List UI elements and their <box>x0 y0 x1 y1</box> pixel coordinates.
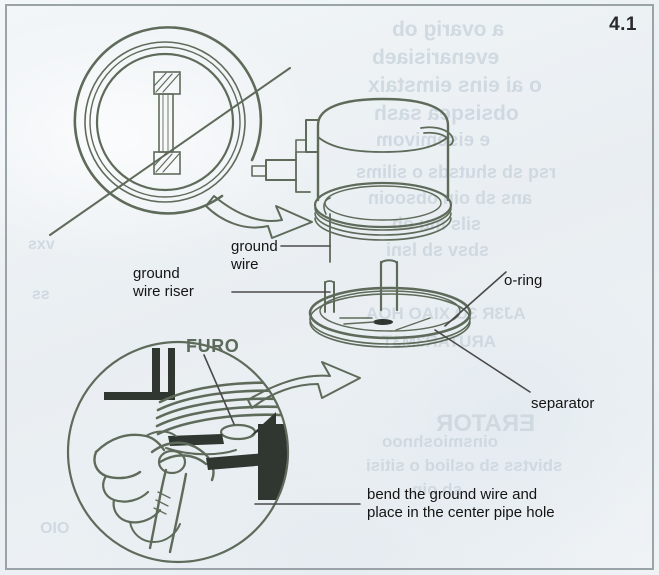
label-separator: separator <box>531 395 595 412</box>
furo-hole <box>219 423 257 441</box>
o-ring-band <box>309 293 471 345</box>
canister-rim-4 <box>314 217 452 241</box>
cross-section-detail-group <box>49 26 313 239</box>
separator-leader <box>434 329 531 393</box>
canister-handle-tab <box>420 126 454 146</box>
detail-coil-4 <box>155 405 287 428</box>
hand-thumb <box>93 450 142 480</box>
canister-top-shell <box>316 97 450 148</box>
lower-hatch-line-1 <box>155 153 173 173</box>
canister-port-flange <box>295 151 311 193</box>
separator-disc-group <box>308 259 472 348</box>
pliers-detail-circle <box>66 340 290 564</box>
center-pipe-top <box>380 259 398 265</box>
detail-vertical-pipe-2 <box>168 348 175 400</box>
detail-crossbar <box>104 392 170 400</box>
canister-rim-inner <box>324 185 442 221</box>
pliers-detail-group <box>66 340 361 564</box>
o-ring-band-lower <box>309 321 471 348</box>
separator-inner-ring <box>319 290 461 332</box>
detail-coil-5 <box>156 413 287 436</box>
center-shaft <box>158 93 174 153</box>
separator-plate <box>308 286 472 340</box>
separator-face-line-2 <box>343 321 375 325</box>
center-pipe-post <box>379 260 399 312</box>
separator-slot <box>373 319 393 325</box>
pliers-jaw-upper <box>150 441 215 482</box>
detail-callout-arrow <box>205 195 313 239</box>
separator-face-line-3 <box>395 317 431 331</box>
canister-handle-tab-inner <box>423 131 448 139</box>
upper-hatch-line-2 <box>162 73 180 93</box>
pliers-jaw-lower <box>158 454 208 466</box>
caption-line-1: bend the ground wire and <box>367 486 538 503</box>
canister-seam-band <box>317 136 449 153</box>
upper-hatch-line-1 <box>155 73 173 93</box>
hand-knuckle-line <box>145 430 177 437</box>
detail-coil-1 <box>158 381 287 404</box>
upper-hatch-line-3 <box>153 72 167 87</box>
filter-canister-group <box>251 97 454 263</box>
insert-direction-arrow <box>250 412 287 500</box>
label-ground-wire-line1: ground <box>231 238 278 255</box>
furo-leader-line <box>203 354 235 425</box>
caption-bend-ground-wire: bend the ground wire and place in the ce… <box>367 486 555 522</box>
pliers-handle-1 <box>148 468 168 550</box>
canister-mount-bracket <box>305 119 319 153</box>
canister-rim-3 <box>314 212 452 236</box>
hand-finger-2 <box>112 498 162 524</box>
ground-wire-riser-top <box>324 280 335 285</box>
page-number: 4.1 <box>609 14 637 35</box>
label-ground-wire: ground wire <box>231 238 278 274</box>
caption-line-2: place in the center pipe hole <box>367 504 555 521</box>
detail-pointer-line <box>49 67 291 236</box>
canister-bracket-foot <box>295 139 307 153</box>
canister-rim-2 <box>314 207 452 231</box>
ground-wire-clip <box>323 197 331 215</box>
lower-hatch-line-2 <box>162 153 180 173</box>
o-ring-leader <box>444 271 507 327</box>
detail-coil-3 <box>155 397 287 420</box>
detail-ring-2 <box>84 41 246 203</box>
canister-side-port <box>265 159 297 181</box>
label-ground-wire-riser: ground wire riser <box>133 265 194 301</box>
label-furo: FURO <box>186 336 240 356</box>
detail-coil-2 <box>156 389 287 412</box>
hand-finger-1 <box>102 474 150 503</box>
pliers-handle-2 <box>168 472 188 554</box>
detail-ring-3 <box>89 46 241 198</box>
detail-vertical-pipe-1 <box>152 348 160 400</box>
canister-rim-1 <box>313 181 453 229</box>
label-ground-wire-riser-line1: ground <box>133 265 180 282</box>
pliers-grip-texture <box>153 491 171 515</box>
label-ground-wire-riser-line2: wire riser <box>133 283 194 300</box>
canister-side-port-tip <box>251 165 267 177</box>
label-ground-wire-line2: wire <box>231 256 259 273</box>
detail-callout-arrow-bottom <box>247 361 361 409</box>
pliers-pivot <box>157 449 187 475</box>
label-o-ring: o-ring <box>504 272 543 289</box>
detail-outer-ring <box>73 26 263 215</box>
detail-inner-ring <box>95 52 235 192</box>
